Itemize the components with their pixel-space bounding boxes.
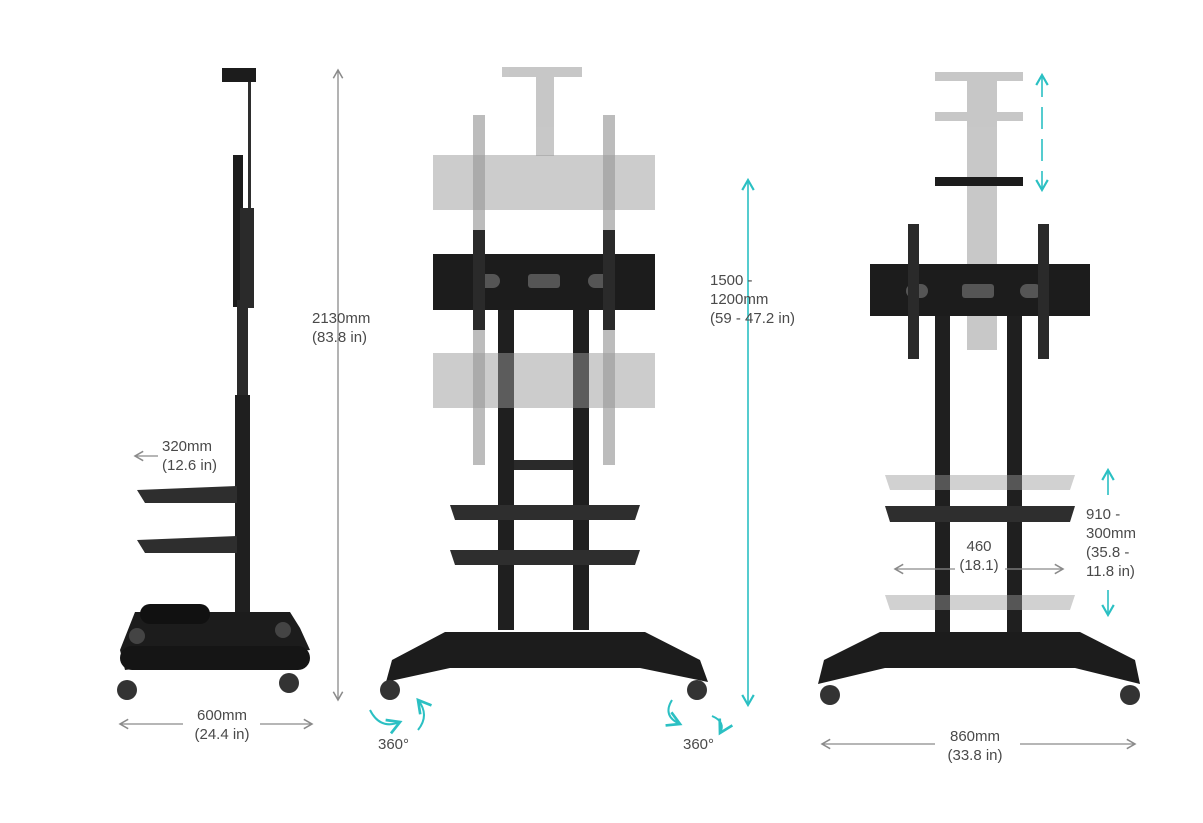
back-camera-shelf [935, 177, 1023, 186]
rotation-arrow-left [369, 709, 403, 735]
rotation-arrow-left-2 [416, 697, 432, 731]
rotation-arrow-right [665, 699, 683, 727]
front-caster-right [687, 680, 707, 700]
side-height-label: 2130mm (83.8 in) [312, 310, 371, 346]
front-column-right [573, 300, 589, 630]
back-ghost-shelf-bottom [885, 595, 1075, 610]
front-view [369, 67, 755, 736]
side-caster [275, 622, 291, 638]
back-shelf [885, 506, 1075, 522]
front-base [386, 632, 708, 682]
side-caster [117, 680, 137, 700]
side-column [237, 300, 248, 400]
side-caster [129, 628, 145, 644]
front-caster-left [380, 680, 400, 700]
front-shelf-upper [450, 505, 640, 520]
side-screen-mount [233, 155, 243, 307]
front-height-adjust-label: 1500 - 1200mm (59 - 47.2 in) [710, 272, 796, 327]
front-ghost-camera-shelf [502, 67, 582, 77]
back-column-right [1007, 300, 1022, 640]
side-view [117, 68, 344, 730]
back-base-width-label: 860mm (33.8 in) [947, 728, 1003, 764]
camera-shelf [222, 68, 256, 82]
rotation-right-label: 360° [683, 736, 715, 753]
side-shelf-depth-label: 320mm (12.6 in) [162, 438, 218, 474]
side-caster [279, 673, 299, 693]
front-shelf-lower [450, 550, 640, 565]
side-shelf-upper [137, 486, 237, 503]
back-column-left [935, 300, 950, 640]
back-ghost-shelf-top [885, 475, 1075, 490]
back-shelf-width-label: 460 (18.1) [959, 538, 999, 574]
side-shelf-lower [137, 536, 237, 553]
side-base-depth-label: 600mm (24.4 in) [194, 707, 250, 743]
rotation-left-label: 360° [378, 736, 410, 753]
back-base [818, 632, 1140, 684]
back-caster-left [820, 685, 840, 705]
front-ghost-mount-bottom [433, 353, 655, 408]
back-view [818, 72, 1140, 750]
front-column-left [498, 300, 514, 630]
rotation-arrow-right-2 [711, 715, 734, 736]
back-shelf-height-label: 910 - 300mm (35.8 - 11.8 in) [1086, 506, 1137, 580]
front-ghost-mount-top [433, 155, 655, 210]
back-caster-right [1120, 685, 1140, 705]
